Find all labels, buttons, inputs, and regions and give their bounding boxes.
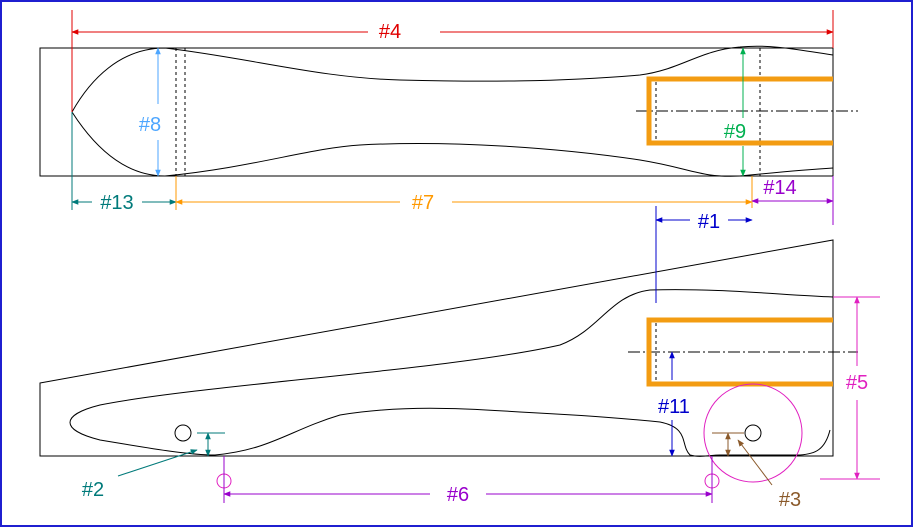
dimension-2: #2 xyxy=(82,432,225,501)
side-view-block xyxy=(39,239,834,457)
dimension-5: #5 xyxy=(820,296,880,480)
dimension-9-label: #9 xyxy=(724,121,746,143)
dimension-7-label: #7 xyxy=(412,192,434,214)
dimension-8-label: #8 xyxy=(139,114,161,136)
dimension-13: #13 xyxy=(71,112,177,214)
top-view xyxy=(39,45,858,177)
dimension-8: #8 xyxy=(139,47,161,177)
dimension-1: #1 xyxy=(655,206,753,303)
side-view xyxy=(39,239,858,489)
rear-axle-hole xyxy=(744,424,762,442)
top-view-block xyxy=(39,47,834,177)
dimension-14-label: #14 xyxy=(763,177,796,199)
dimension-5-label: #5 xyxy=(846,372,868,394)
dimension-11-label: #11 xyxy=(658,396,690,418)
dimension-4: #4 xyxy=(71,10,834,112)
dimension-3-label: #3 xyxy=(779,489,801,511)
dimension-14: #14 xyxy=(751,176,834,225)
dimension-13-label: #13 xyxy=(100,192,133,214)
dimension-2-label: #2 xyxy=(82,479,104,501)
dimension-9: #9 xyxy=(724,47,746,177)
dimension-11: #11 xyxy=(658,351,690,457)
top-rear-axle-tube xyxy=(646,76,833,146)
rear-wheel-circle xyxy=(703,383,803,483)
dimension-6-label: #6 xyxy=(447,484,469,506)
dimension-7: #7 xyxy=(175,176,753,214)
front-axle-hole xyxy=(174,424,192,442)
dimension-3: #3 xyxy=(712,432,801,511)
dimension-6: #6 xyxy=(223,456,713,506)
side-view-body-profile xyxy=(69,289,834,457)
side-rear-axle-tube xyxy=(646,317,833,387)
dimension-1-label: #1 xyxy=(698,211,720,233)
dimension-4-label: #4 xyxy=(379,21,401,43)
